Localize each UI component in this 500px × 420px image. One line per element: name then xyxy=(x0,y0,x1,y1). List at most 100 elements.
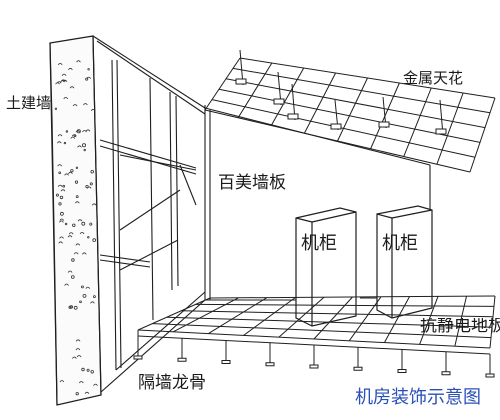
ceiling-hanger-bracket xyxy=(331,124,341,129)
ceiling-hanger-bracket xyxy=(236,79,246,84)
diagram-caption: 机房装饰示意图 xyxy=(355,387,481,408)
cabinet-right-label: 机柜 xyxy=(382,233,418,254)
wall-speckle xyxy=(78,220,82,222)
wall-speckle xyxy=(60,381,64,383)
wall-speckle xyxy=(59,221,63,223)
wall-speckle xyxy=(92,204,96,206)
wall-speckle xyxy=(74,135,76,137)
wall-speckle xyxy=(78,146,82,148)
wall-speckle xyxy=(71,170,73,172)
floor-grid-line xyxy=(490,296,495,348)
wall-speckle xyxy=(60,237,64,239)
wall-speckle xyxy=(90,302,94,304)
wall-speckle xyxy=(76,340,80,342)
wall-speckle xyxy=(77,61,81,63)
partition-keel-label: 隔墙龙骨 xyxy=(138,373,206,393)
floor-pedestal-base xyxy=(178,358,186,361)
ceiling-grid-line xyxy=(212,100,475,158)
civil-wall-texture xyxy=(55,61,97,395)
civil-wall-label: 土建墙 xyxy=(6,94,52,112)
civil-wall xyxy=(50,36,101,405)
wall-speckle xyxy=(71,137,75,139)
wall-speckle xyxy=(69,233,73,235)
wall-speckle xyxy=(61,81,65,83)
ceiling-grid-line xyxy=(233,68,490,112)
wall-speckle xyxy=(55,108,57,110)
wall-speckle xyxy=(91,109,95,111)
wall-speckle xyxy=(58,185,62,187)
wall-speckle xyxy=(91,170,94,173)
wall-speckle xyxy=(80,301,82,303)
wall-speckle xyxy=(76,167,78,169)
floor-grid-line xyxy=(420,296,438,344)
ceiling-hanger-bracket xyxy=(274,99,284,104)
ceiling-grid-line xyxy=(205,58,240,110)
wall-speckle xyxy=(60,196,63,199)
floor-grid-line xyxy=(210,296,495,298)
floor-grid-line xyxy=(167,317,492,327)
floor-pedestal-base xyxy=(134,356,142,359)
wall-speckle xyxy=(76,393,78,395)
ceiling-hanger-bracket xyxy=(436,129,446,134)
floor-pedestal-base xyxy=(354,367,362,370)
wall-speckle xyxy=(61,190,65,192)
wall-speckle xyxy=(81,286,83,288)
floor-grid-line xyxy=(279,297,324,337)
wall-speckle xyxy=(76,244,80,246)
wall-speckle xyxy=(57,142,61,144)
wall-speckle xyxy=(64,142,66,144)
floor-grid-line xyxy=(138,298,210,330)
floor-grid-line xyxy=(349,297,381,341)
cabinet-left-label: 机柜 xyxy=(301,233,337,254)
wall-speckle xyxy=(84,149,86,151)
wall-speckle xyxy=(77,356,81,358)
partition-keel-frame xyxy=(93,36,205,392)
wall-speckle xyxy=(65,284,69,286)
wall-speckle xyxy=(90,183,92,185)
wall-speckle xyxy=(73,224,76,227)
floor-pedestal-base xyxy=(222,361,230,364)
wall-speckle xyxy=(68,68,72,70)
wall-speckle xyxy=(87,77,91,79)
wall-speckle xyxy=(59,172,61,174)
wall-speckle xyxy=(69,306,71,308)
wall-speckle xyxy=(94,384,98,386)
wall-speckle xyxy=(79,382,83,384)
floor-grid-line xyxy=(138,330,490,348)
floor-grid-line xyxy=(314,297,353,339)
wall-speckle xyxy=(83,131,87,133)
floor-grid-line xyxy=(152,324,491,338)
wall-speckle xyxy=(87,369,89,371)
wall-speckle xyxy=(62,74,66,76)
cabinet-left-body xyxy=(296,208,356,326)
floor-grid-line xyxy=(173,298,238,332)
wall-speckle xyxy=(68,172,72,174)
wall-speckle xyxy=(59,242,63,244)
floor-grid-line xyxy=(455,296,467,346)
antistatic-floor-grid xyxy=(134,296,495,377)
wall-speckle xyxy=(73,105,77,107)
wall-panel-label: 百美墙板 xyxy=(218,173,286,193)
wall-speckle xyxy=(82,222,85,225)
wall-speckle xyxy=(58,135,62,137)
ceiling-grid-line xyxy=(271,68,304,126)
wall-speckle xyxy=(68,271,72,273)
wall-speckle xyxy=(56,194,58,196)
wall-speckle xyxy=(80,232,84,234)
wall-speckle xyxy=(86,130,90,132)
wall-speckle xyxy=(82,368,85,371)
floor-pedestal-base xyxy=(486,374,494,377)
wall-speckle xyxy=(76,349,80,351)
floor-grid-line xyxy=(244,297,296,335)
metal-ceiling-grid xyxy=(205,50,495,172)
ceiling-grid-line xyxy=(470,98,495,172)
wall-speckle xyxy=(76,131,80,133)
wall-speckle xyxy=(70,87,74,89)
wall-speckle xyxy=(86,287,90,289)
wall-speckle xyxy=(77,130,80,133)
floor-grid-line xyxy=(384,297,409,343)
wall-speckle xyxy=(82,144,85,147)
ceiling-hanger-bracket xyxy=(379,122,389,127)
wall-speckle xyxy=(83,294,86,297)
